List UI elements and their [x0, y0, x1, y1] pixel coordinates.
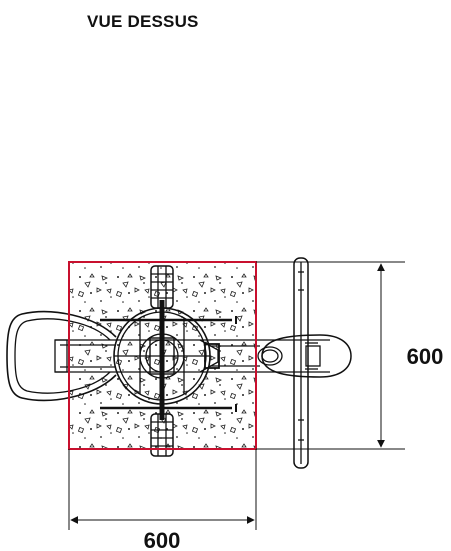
view-title: VUE DESSUS — [87, 12, 199, 31]
spring-rider-equipment — [6, 257, 352, 469]
footrest-bottom — [150, 413, 174, 457]
seat-backrest — [6, 310, 117, 402]
depth-dimension-label: 600 — [407, 344, 444, 369]
handle-bar — [293, 257, 309, 469]
dimension-lines — [68, 261, 405, 530]
footrest-top — [150, 265, 174, 309]
rider-head — [261, 334, 352, 378]
width-dimension-label: 600 — [144, 528, 181, 551]
footprint-outline — [68, 261, 257, 450]
